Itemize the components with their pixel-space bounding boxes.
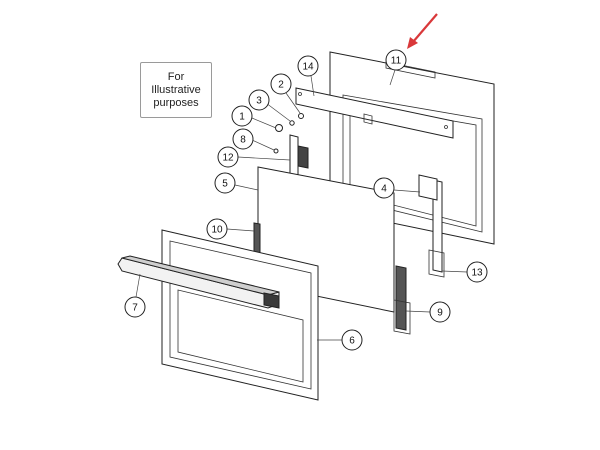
leader-2 [285,92,301,114]
callout-13-label: 13 [471,268,483,279]
note-line-3: purposes [153,96,199,109]
leader-8 [251,139,275,151]
leader-4 [393,189,421,193]
leader-1 [251,117,277,129]
callout-12-label: 12 [222,153,234,164]
leader-13 [441,270,468,273]
callout-4: 4 [373,177,395,199]
part-3-screw [289,120,295,126]
part-2-washer [298,113,304,119]
part-9-bottom-hinge [393,265,411,335]
callout-12: 12 [217,146,239,168]
leader-5 [234,184,259,191]
callout-1: 1 [231,105,253,127]
callout-9: 9 [429,301,451,323]
illustrative-note: For Illustrative purposes [140,62,212,118]
part-4-hinge-block [418,174,438,201]
callout-11: 11 [385,49,407,71]
leader-7 [135,273,141,298]
callout-13: 13 [466,261,488,283]
callout-2-label: 2 [278,80,284,91]
leader-9 [405,310,431,313]
callout-2: 2 [270,73,292,95]
callout-1-label: 1 [239,112,245,123]
callout-14-label: 14 [302,62,314,73]
red-arrow-icon [407,13,438,49]
callout-5: 5 [214,172,236,194]
callout-4-label: 4 [381,184,387,195]
part-8-screw [273,148,279,154]
leader-14 [310,75,315,97]
part-7-handle [117,255,280,309]
callout-7-label: 7 [132,303,138,314]
leader-11 [389,69,396,86]
note-line-1: For [167,70,185,83]
leader-3 [265,102,291,122]
leader-10 [226,228,255,232]
callout-9-label: 9 [437,308,443,319]
callout-8-label: 8 [240,135,246,146]
part-6-outer-door [161,229,319,401]
callout-3-label: 3 [256,96,262,107]
callout-6-label: 6 [349,336,355,347]
callout-8: 8 [232,128,254,150]
callout-5-label: 5 [222,179,228,190]
callout-10-label: 10 [211,225,223,236]
part-14-top-bracket [295,87,454,139]
part-1-screw [275,124,283,132]
leader-12 [237,156,291,161]
callout-14: 14 [297,55,319,77]
callout-7: 7 [124,296,146,318]
part-13-right-hinge [428,179,445,278]
callout-3: 3 [248,89,270,111]
callout-10: 10 [206,218,228,240]
callout-6: 6 [341,329,363,351]
note-line-2: Illustrative [151,83,201,96]
callout-11-label: 11 [391,56,402,67]
